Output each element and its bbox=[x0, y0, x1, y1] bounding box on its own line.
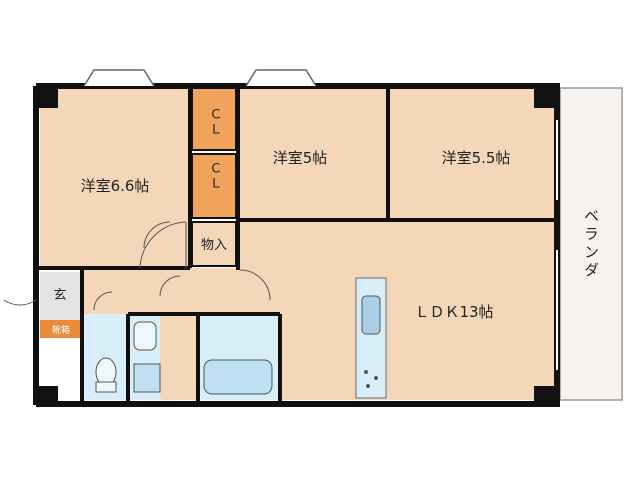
stove-burner-icon bbox=[364, 370, 368, 374]
interior-walls bbox=[36, 86, 556, 405]
column bbox=[36, 386, 58, 406]
bay-window bbox=[83, 69, 155, 87]
stove-burner-icon bbox=[366, 384, 370, 388]
closet-2-floor bbox=[191, 153, 237, 219]
shoe-box-label: 靴箱 bbox=[52, 324, 70, 336]
balcony-area bbox=[559, 87, 623, 401]
western-room-1-label: 洋室6.6帖 bbox=[81, 177, 150, 195]
door-swing bbox=[143, 221, 171, 249]
hallway-floor-2 bbox=[160, 314, 198, 400]
door-swing bbox=[93, 291, 113, 311]
western-room-2-floor bbox=[238, 86, 388, 218]
column bbox=[534, 84, 560, 108]
closet-1-label: ＣＬ bbox=[207, 107, 222, 137]
door-swing bbox=[139, 221, 187, 269]
toilet-tank-icon bbox=[95, 381, 117, 393]
entrance-label: 玄 bbox=[53, 288, 66, 303]
balcony-label: ベランダ bbox=[582, 208, 600, 280]
column bbox=[534, 386, 560, 406]
closet-2-label: ＣＬ bbox=[207, 161, 222, 191]
bay-window bbox=[245, 69, 317, 87]
storage-label: 物入 bbox=[201, 238, 227, 253]
bathtub-icon bbox=[203, 359, 273, 395]
western-room-3-floor bbox=[388, 86, 556, 218]
western-room-2-label: 洋室5帖 bbox=[273, 149, 328, 167]
door-swing bbox=[3, 299, 37, 306]
washbasin-icon bbox=[133, 321, 157, 351]
washing-machine-icon bbox=[133, 363, 161, 393]
western-room-1-floor bbox=[40, 86, 192, 268]
column bbox=[36, 84, 58, 108]
hallway-floor bbox=[82, 268, 238, 314]
ldk-label: ＬＤＫ13帖 bbox=[414, 303, 493, 321]
door-swing bbox=[159, 275, 181, 297]
western-room-3-label: 洋室5.5帖 bbox=[442, 149, 511, 167]
entrance-floor bbox=[40, 272, 82, 320]
kitchen-sink-icon bbox=[361, 295, 381, 335]
ldk-floor bbox=[238, 222, 556, 400]
shoe-box bbox=[40, 320, 82, 338]
door-swing bbox=[239, 269, 271, 301]
stove-burner-icon bbox=[374, 376, 378, 380]
